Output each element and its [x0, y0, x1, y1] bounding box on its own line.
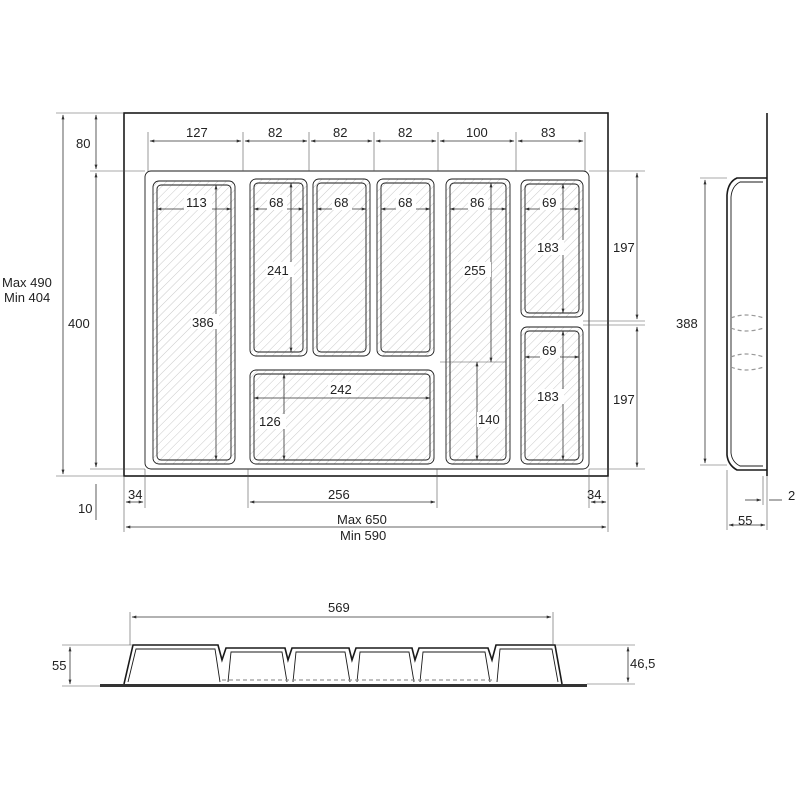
- compartment-5: [445, 178, 511, 465]
- right-upper-dim: 197: [613, 240, 635, 255]
- bottom-left-margin: 34: [128, 487, 142, 502]
- inner-width-5: 86: [470, 195, 484, 210]
- inner-length-2: 241: [267, 263, 289, 278]
- inner-width-7: 69: [542, 343, 556, 358]
- depth-max-label: Max 490: [2, 275, 52, 290]
- depth-min-label: Min 404: [4, 290, 50, 305]
- drawer-outline: [123, 112, 609, 477]
- floor-line: [100, 684, 587, 687]
- inner-width-6: 69: [542, 195, 556, 210]
- inner-length-dims: 386 241 255 183 183 126 140: [191, 182, 565, 461]
- front-inner-height-label: 46,5: [630, 656, 655, 671]
- side-profile: [726, 113, 768, 476]
- front-gap-label: 10: [78, 501, 92, 516]
- inner-length-7: 140: [478, 412, 500, 427]
- back-gap-label: 80: [76, 136, 90, 151]
- width-min-label: Min 590: [340, 528, 386, 543]
- top-view: Max 490 Min 404 80 400 10 127 82 82 82 1…: [2, 112, 645, 543]
- side-height-label: 55: [738, 513, 752, 528]
- tray-depth-label: 400: [68, 316, 90, 331]
- column-width-3: 82: [333, 125, 347, 140]
- tray-outline: [144, 170, 590, 470]
- front-profile: [123, 644, 563, 685]
- column-width-dims: 127 82 82 82 100 83: [147, 125, 586, 171]
- inner-width-dims: 113 68 68 68 86 69 69: [156, 195, 580, 359]
- inner-width-2: 68: [269, 195, 283, 210]
- inner-length-1: 386: [192, 315, 214, 330]
- inner-length-6: 126: [259, 414, 281, 429]
- column-width-5: 100: [466, 125, 488, 140]
- column-width-2: 82: [268, 125, 282, 140]
- right-lower-dim: 197: [613, 392, 635, 407]
- compartment-4: [376, 178, 435, 357]
- side-view: 388 55 2: [676, 113, 795, 530]
- column-width-6: 83: [541, 125, 555, 140]
- side-wall-label: 2: [788, 488, 795, 503]
- inner-width-1: 113: [186, 195, 207, 210]
- compartment-8: [249, 369, 435, 465]
- front-length-label: 569: [328, 600, 350, 615]
- inner-width-4: 68: [398, 195, 412, 210]
- compartments: [152, 178, 584, 465]
- column-width-4: 82: [398, 125, 412, 140]
- compartment-3: [312, 178, 371, 357]
- inner-length-5: 183: [537, 389, 559, 404]
- inner-length-4: 183: [537, 240, 559, 255]
- side-length-label: 388: [676, 316, 698, 331]
- inner-width-3: 68: [334, 195, 348, 210]
- width-max-label: Max 650: [337, 512, 387, 527]
- bottom-center-dim: 256: [328, 487, 350, 502]
- column-width-1: 127: [186, 125, 208, 140]
- front-view: 569 55 46,5: [52, 600, 655, 687]
- inner-length-3: 255: [464, 263, 486, 278]
- front-height-label: 55: [52, 658, 66, 673]
- bottom-right-margin: 34: [587, 487, 601, 502]
- lower-compartment-width: 242: [330, 382, 352, 397]
